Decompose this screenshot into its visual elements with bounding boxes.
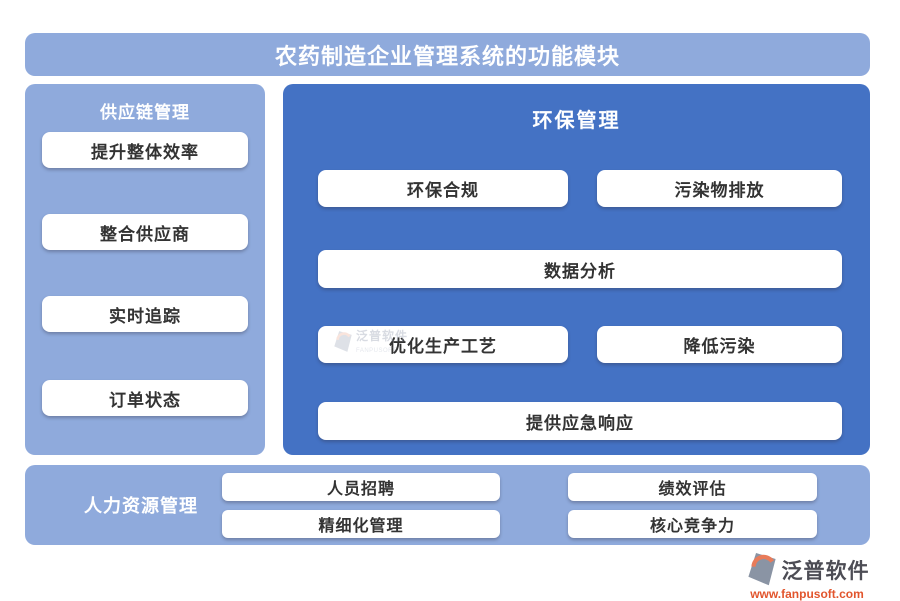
supply-chain-item-order-status[interactable]: 订单状态 [42,380,248,416]
hr-item-performance-evaluation[interactable]: 绩效评估 [568,473,817,501]
hr-item-recruitment[interactable]: 人员招聘 [222,473,500,501]
environment-item-process-optimization[interactable]: 泛普软件 FANPUSOFT 优化生产工艺 [318,326,568,363]
environment-item-emergency-response[interactable]: 提供应急响应 [318,402,842,440]
environment-item-pollutant-discharge[interactable]: 污染物排放 [597,170,842,207]
hr-item-refined-management[interactable]: 精细化管理 [222,510,500,538]
environment-header: 环保管理 [532,110,621,132]
fanpu-logo-icon [747,553,776,586]
fanpu-logo-icon [334,331,352,352]
environment-item-data-analysis[interactable]: 数据分析 [318,250,842,288]
brand-footer: 泛普软件 www.fanpusoft.com [722,551,892,601]
supply-chain-item-tracking[interactable]: 实时追踪 [42,296,248,332]
environment-item-label: 优化生产工艺 [389,337,497,356]
supply-chain-header: 供应链管理 [100,103,190,122]
environment-item-pollution-reduction[interactable]: 降低污染 [597,326,842,363]
brand-name: 泛普软件 [781,560,870,583]
environment-panel: 环保管理 环保合规 污染物排放 数据分析 泛普软件 FANPUSOFT 优化生产… [283,84,870,455]
hr-panel: 人力资源管理 人员招聘 绩效评估 精细化管理 核心竞争力 [25,465,870,545]
environment-item-compliance[interactable]: 环保合规 [318,170,568,207]
supply-chain-panel: 供应链管理 提升整体效率 整合供应商 实时追踪 订单状态 [25,84,265,455]
page-title: 农药制造企业管理系统的功能模块 [25,33,870,76]
brand-url-link[interactable]: www.fanpusoft.com [750,587,864,601]
supply-chain-item-efficiency[interactable]: 提升整体效率 [42,132,248,168]
supply-chain-item-suppliers[interactable]: 整合供应商 [42,214,248,250]
hr-item-core-competitiveness[interactable]: 核心竞争力 [568,510,817,538]
hr-header: 人力资源管理 [84,496,198,516]
